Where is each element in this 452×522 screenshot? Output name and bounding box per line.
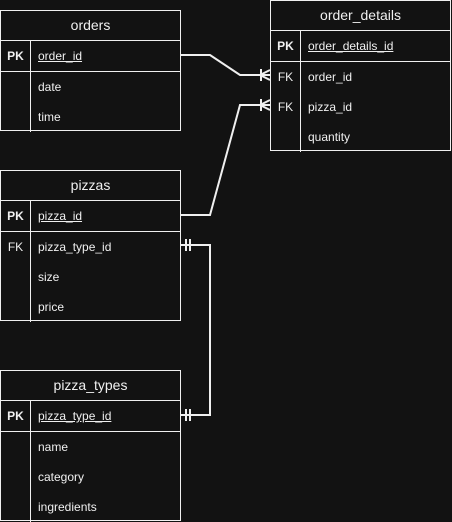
crow-foot-many-icon (259, 69, 271, 81)
field-name: pizza_id (38, 209, 83, 223)
entity-pizza-types[interactable]: pizza_types PK pizza_type_id name catego… (0, 370, 181, 522)
key-marker (1, 262, 31, 292)
entity-row: FK pizza_type_id (1, 232, 180, 262)
field-name: order_details_id (308, 39, 394, 53)
entity-title: orders (1, 11, 180, 41)
key-marker (1, 432, 31, 462)
foreign-key-marker: FK (271, 92, 301, 122)
entity-orders[interactable]: orders PK order_id date time (0, 10, 181, 132)
key-marker (1, 492, 31, 522)
field-name: size (38, 270, 60, 284)
one-marker-icon (185, 409, 191, 421)
field-name: time (38, 110, 61, 124)
field-name: pizza_type_id (38, 409, 112, 423)
key-marker (1, 292, 31, 322)
entity-title: pizza_types (1, 371, 180, 401)
relationship-line-pizzas-order-details (181, 104, 270, 216)
field-name: price (38, 300, 65, 314)
field-name: quantity (308, 130, 351, 144)
entity-row: PK pizza_id (1, 201, 180, 232)
field-name: date (38, 80, 62, 94)
entity-row: quantity (271, 122, 450, 152)
entity-order-details[interactable]: order_details PK order_details_id FK ord… (270, 0, 451, 152)
entity-row: time (1, 102, 180, 132)
entity-row: name (1, 432, 180, 462)
entity-row: ingredients (1, 492, 180, 522)
one-marker-icon (185, 239, 191, 251)
entity-row: price (1, 292, 180, 322)
field-name: category (38, 470, 85, 484)
primary-key-marker: PK (1, 401, 31, 431)
field-name: order_id (38, 49, 83, 63)
relationship-line-orders-order-details (181, 54, 270, 76)
key-marker (271, 122, 301, 152)
entity-row: category (1, 462, 180, 492)
key-marker (1, 462, 31, 492)
crow-foot-many-icon (259, 99, 271, 111)
field-name: pizza_id (308, 100, 353, 114)
entity-pizzas[interactable]: pizzas PK pizza_id FK pizza_type_id size… (0, 170, 181, 322)
field-name: pizza_type_id (38, 240, 112, 254)
entity-row: size (1, 262, 180, 292)
entity-row: PK pizza_type_id (1, 401, 180, 432)
entity-title: pizzas (1, 171, 180, 201)
field-name: order_id (308, 70, 353, 84)
foreign-key-marker: FK (1, 232, 31, 262)
entity-row: FK order_id (271, 62, 450, 92)
entity-row: FK pizza_id (271, 92, 450, 122)
entity-row: PK order_details_id (271, 31, 450, 62)
field-name: ingredients (38, 500, 97, 514)
primary-key-marker: PK (1, 41, 31, 71)
foreign-key-marker: FK (271, 62, 301, 92)
entity-title: order_details (271, 1, 450, 31)
primary-key-marker: PK (1, 201, 31, 231)
entity-row: PK order_id (1, 41, 180, 72)
key-marker (1, 102, 31, 132)
entity-row: date (1, 72, 180, 102)
field-name: name (38, 440, 69, 454)
primary-key-marker: PK (271, 31, 301, 61)
relationship-line-pizza-types-pizzas (181, 244, 211, 416)
key-marker (1, 72, 31, 102)
